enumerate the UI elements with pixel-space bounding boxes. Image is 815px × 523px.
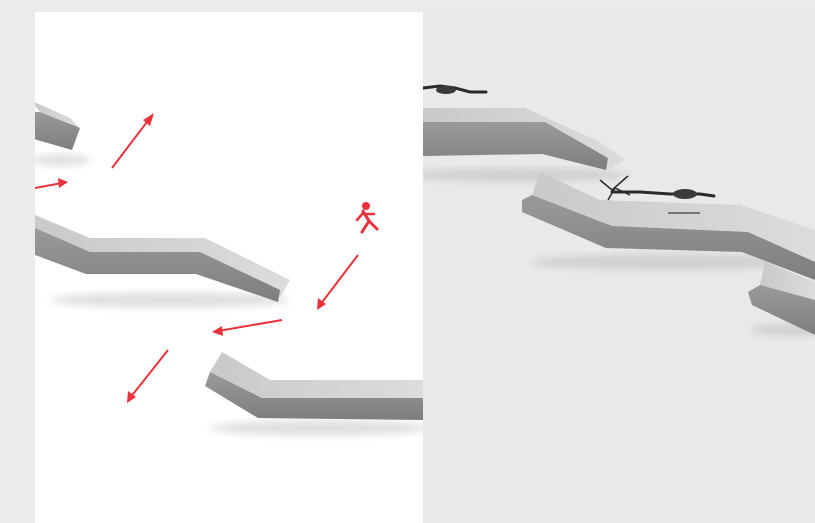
artwork (0, 0, 815, 523)
illustration-canvas (0, 0, 815, 523)
